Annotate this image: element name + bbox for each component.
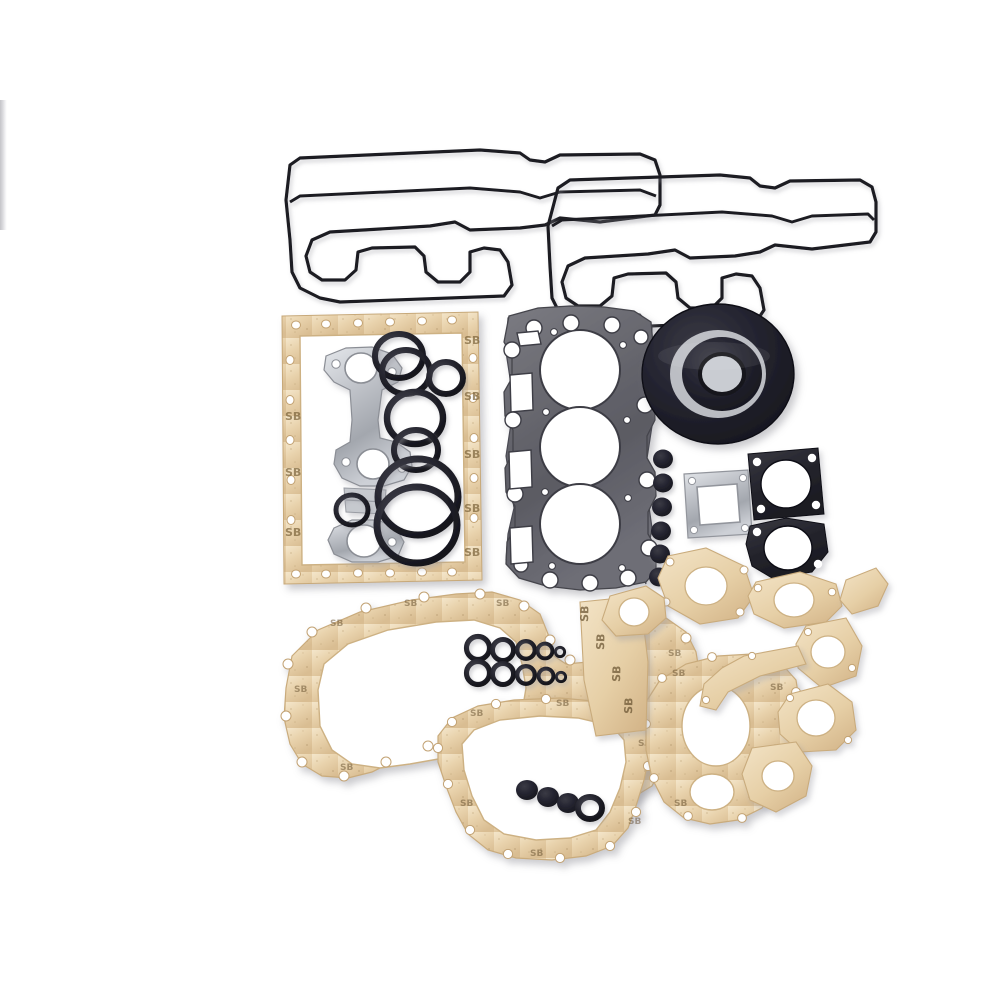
part-oval-flange-gasket-black-lower	[745, 517, 829, 579]
svg-text:SB: SB	[285, 410, 301, 423]
svg-text:SB: SB	[464, 502, 480, 515]
svg-text:SB: SB	[340, 763, 353, 773]
svg-text:SB: SB	[628, 817, 641, 827]
svg-text:SB: SB	[330, 619, 343, 629]
svg-text:SB: SB	[464, 448, 480, 461]
part-square-flange-gasket-black-upper	[747, 447, 825, 521]
part-o-ring-cluster	[463, 633, 568, 688]
svg-text:SB: SB	[578, 605, 592, 622]
scan-edge-artifact	[0, 100, 7, 230]
svg-text:SB: SB	[556, 699, 569, 709]
svg-text:SB: SB	[610, 665, 624, 682]
svg-text:SB: SB	[672, 669, 685, 679]
svg-text:SB: SB	[622, 697, 636, 714]
part-cylinder-head-gasket	[503, 305, 658, 592]
svg-text:SB: SB	[460, 799, 473, 809]
part-small-paper-gaskets: SB SB SB SB	[578, 547, 889, 813]
svg-text:SB: SB	[285, 526, 301, 539]
svg-text:SB: SB	[668, 649, 681, 659]
part-thermostat-flange-gasket-steel	[683, 469, 753, 539]
svg-text:SB: SB	[638, 739, 651, 749]
svg-text:SB: SB	[530, 849, 543, 859]
svg-text:SB: SB	[464, 546, 480, 559]
svg-text:SB: SB	[285, 466, 301, 479]
svg-text:SB: SB	[770, 683, 783, 693]
svg-text:SB: SB	[464, 334, 480, 347]
svg-text:SB: SB	[470, 709, 483, 719]
svg-text:SB: SB	[464, 390, 480, 403]
part-front-crankshaft-oil-seal	[641, 303, 795, 445]
svg-text:SB: SB	[594, 633, 608, 650]
part-o-ring-set-large	[333, 331, 466, 567]
svg-text:SB: SB	[674, 799, 687, 809]
svg-text:SB: SB	[404, 599, 417, 609]
svg-text:SB: SB	[294, 685, 307, 695]
part-plug-seal-row	[516, 780, 605, 822]
svg-text:SB: SB	[496, 599, 509, 609]
part-valve-cover-gasket-left	[284, 148, 662, 304]
